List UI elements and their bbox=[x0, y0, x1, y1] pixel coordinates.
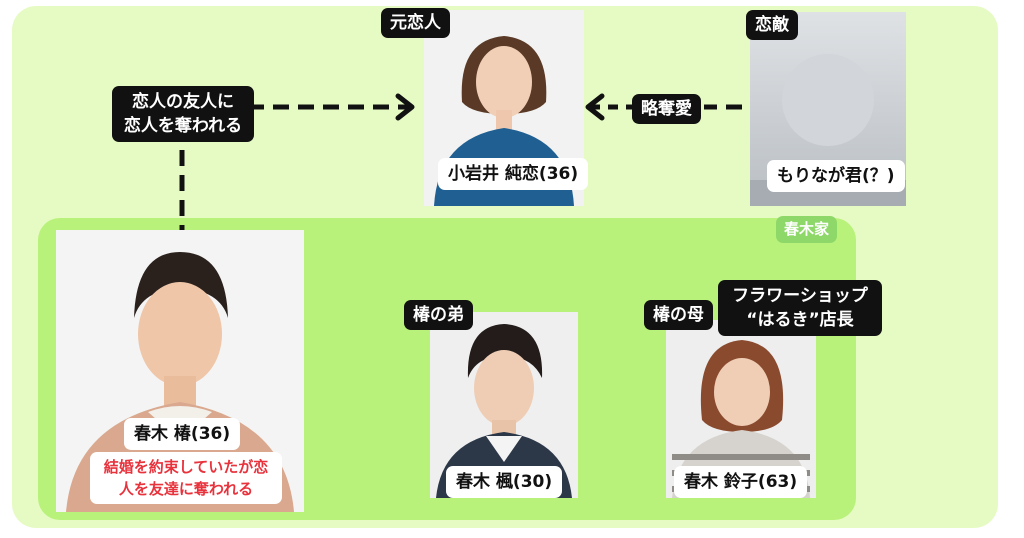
tsubaki-name: 春木 椿(36) bbox=[124, 418, 241, 450]
rival-role-tag: 恋敵 bbox=[746, 10, 798, 40]
koiwai-name: 小岩井 純恋(36) bbox=[438, 158, 589, 190]
relation-snatched-label: 略奪愛 bbox=[632, 94, 701, 124]
koiwai-role-tag: 元恋人 bbox=[381, 8, 450, 38]
relation-stolen-label: 恋人の友人に 恋人を奪われる bbox=[112, 86, 254, 142]
suzuko-name: 春木 鈴子(63) bbox=[674, 466, 808, 498]
suzuko-extra-role-tag: フラワーショップ “はるき”店長 bbox=[718, 280, 882, 336]
family-group-tag: 春木家 bbox=[776, 216, 838, 243]
kaede-portrait-figure bbox=[436, 324, 572, 498]
arrowhead-koiwai-right bbox=[585, 93, 605, 121]
kaede-name: 春木 楓(30) bbox=[446, 466, 563, 498]
rival-name: もりなが君(？) bbox=[767, 160, 905, 192]
arrowhead-koiwai-left bbox=[395, 93, 415, 121]
kaede-role-tag: 椿の弟 bbox=[404, 300, 473, 330]
tsubaki-note: 結婚を約束していたが恋人を友達に奪われる bbox=[90, 452, 282, 504]
suzuko-role-tag: 椿の母 bbox=[644, 300, 713, 330]
